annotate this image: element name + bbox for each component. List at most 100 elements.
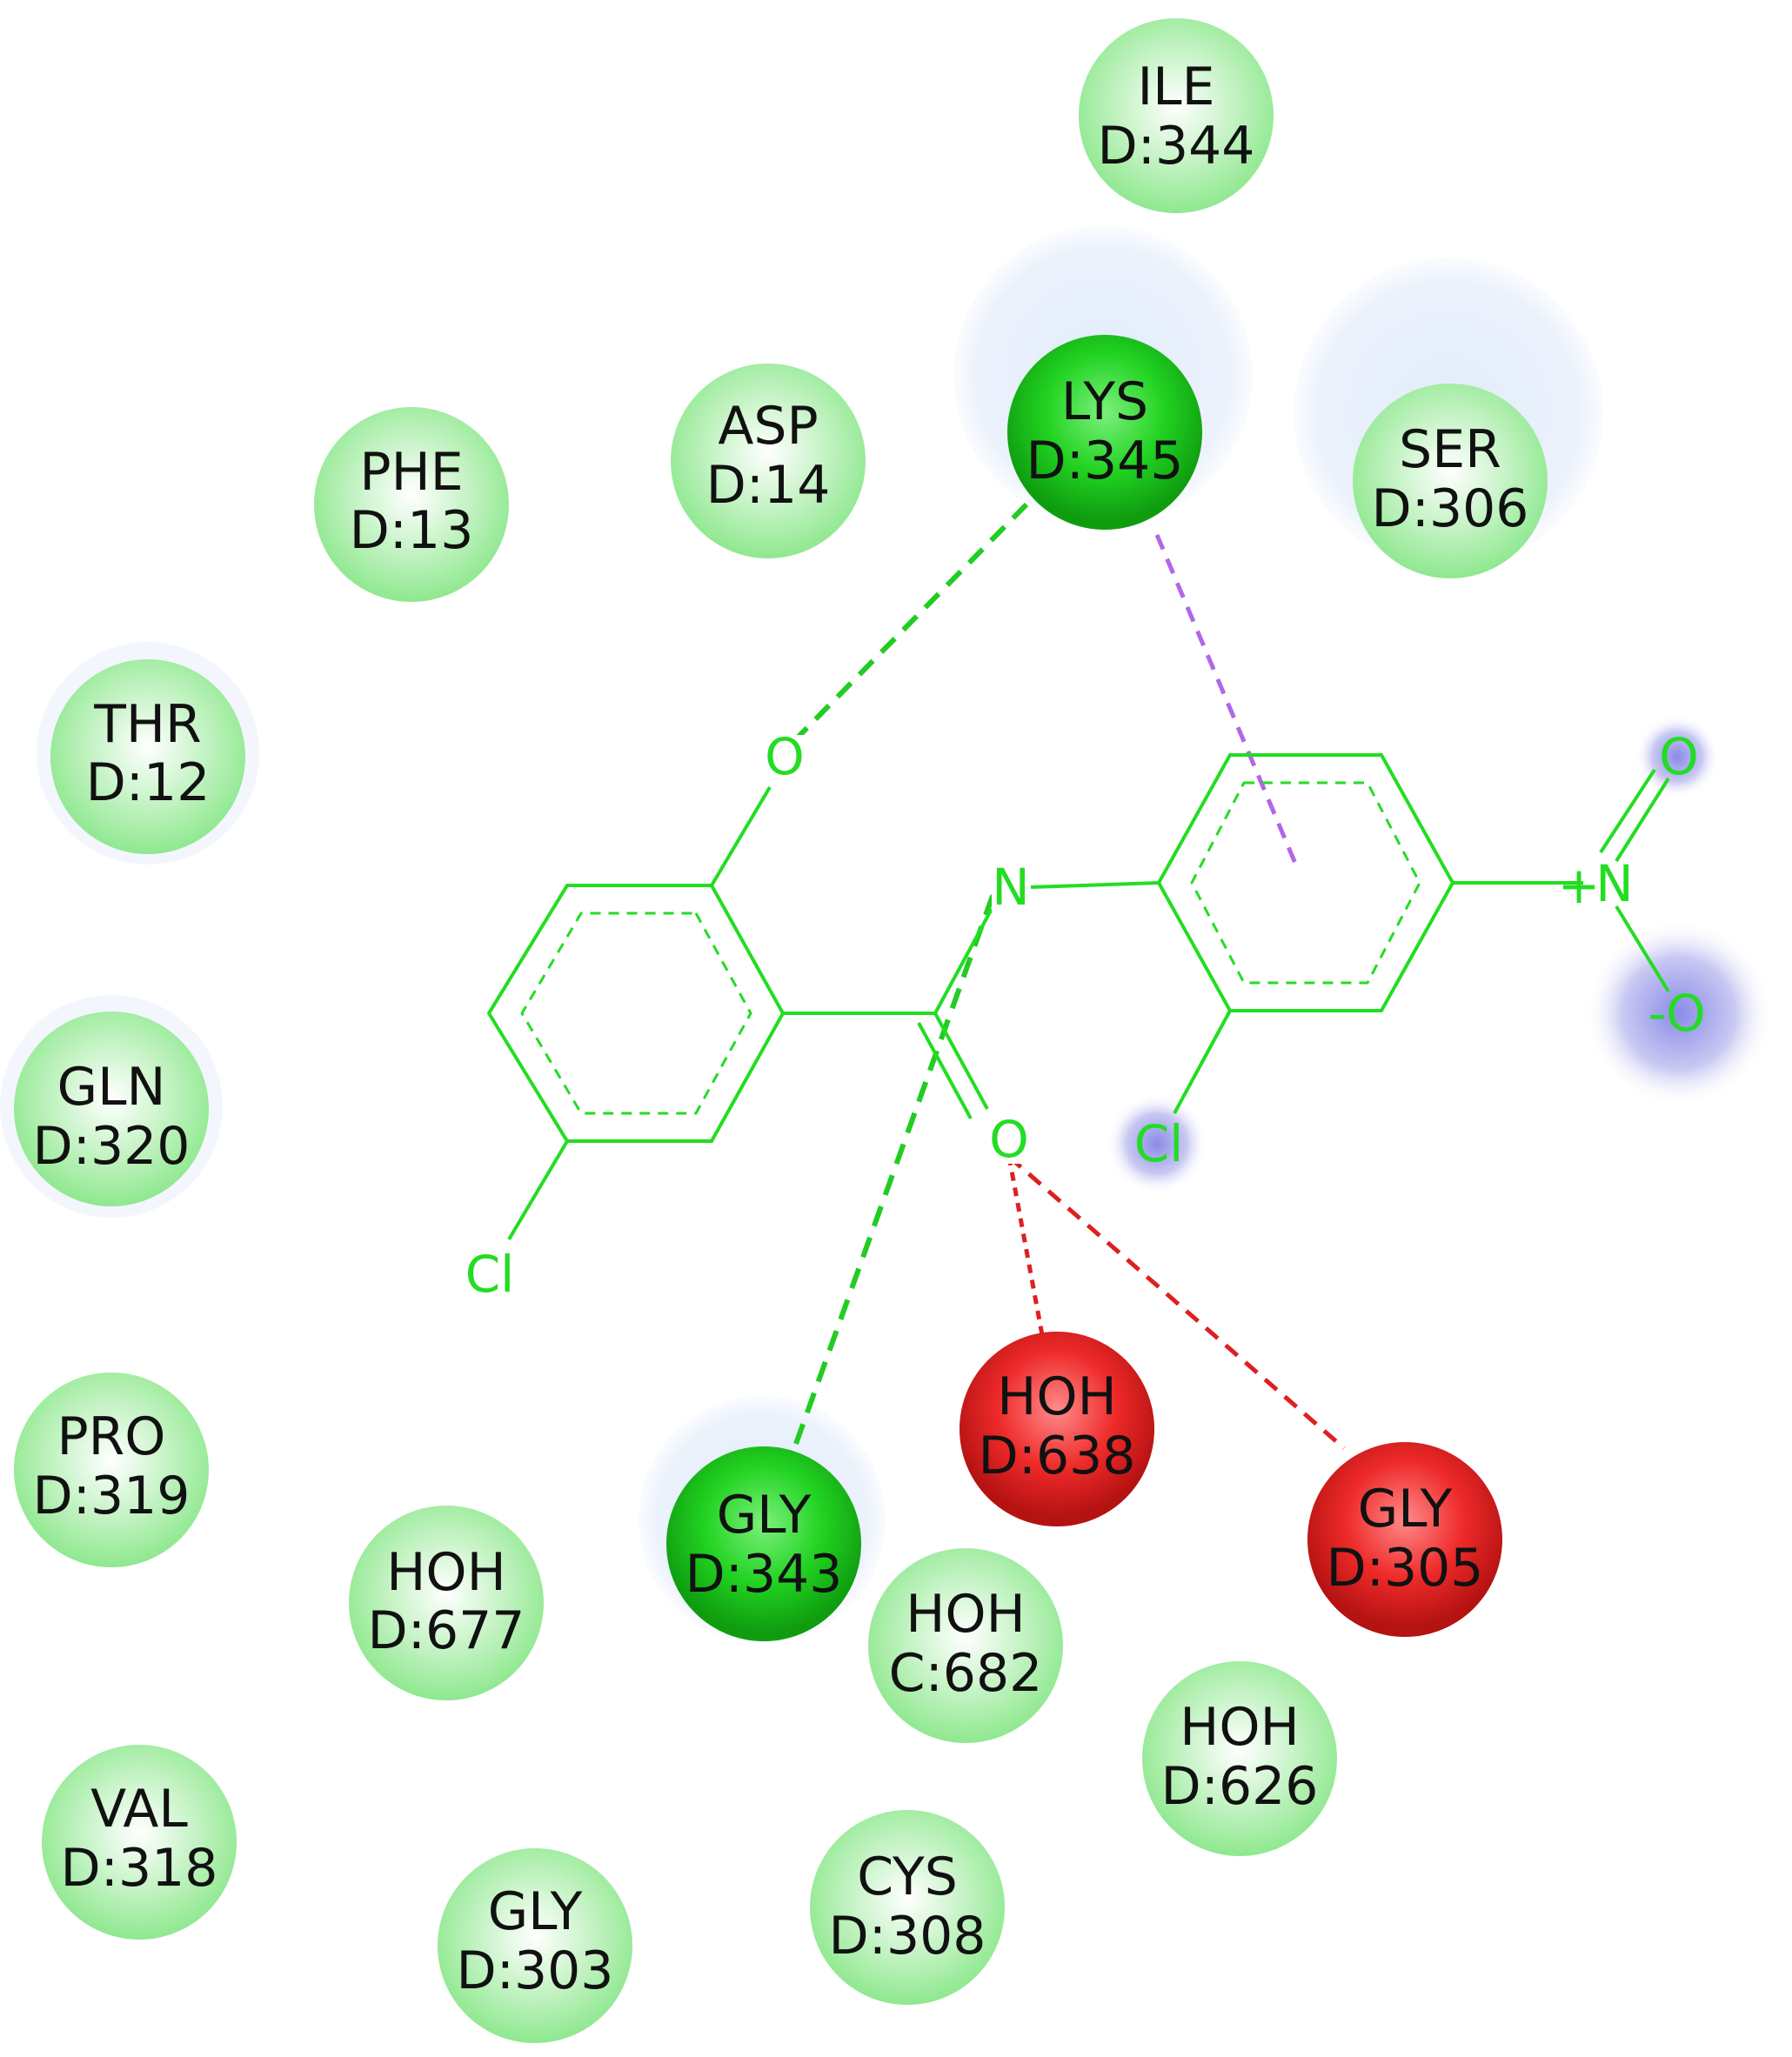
residue-position: D:626 [1161,1756,1319,1817]
bond-nitro-o-top-2 [1599,768,1656,854]
residue-name: PRO [57,1406,165,1467]
bond-c-o-1 [933,1012,989,1110]
residue-name: HOH [997,1366,1116,1427]
o-carbonyl-label: O [989,1110,1029,1169]
residue-cys308: CYS D:308 [810,1810,1005,2005]
residue-position: D:638 [979,1426,1136,1486]
n-nitro-charge: + [1558,856,1601,915]
residue-disc [1079,18,1274,213]
residue-name: GLY [488,1881,583,1942]
residue-lys345: LYS D:345 [1007,335,1202,530]
residue-disc [14,1372,209,1567]
residues: ILE D:344 LYS D:345 SER D:306 ASP D:14 P… [14,18,1548,2043]
residue-name: SER [1399,419,1501,480]
residue-position: D:306 [1372,478,1529,539]
residue-disc [1353,384,1548,578]
residue-disc [314,407,509,602]
residue-name: LYS [1061,371,1148,432]
left-ring [486,884,786,1143]
right-ring [1156,753,1455,1012]
bond-c-n [933,908,993,1014]
residue-gly305: GLY D:305 [1307,1442,1502,1637]
residue-name: THR [93,694,201,755]
residue-name: CYS [857,1847,958,1907]
n-imine-bg [992,863,1030,912]
interaction-lines [785,502,1346,1450]
bond-ring-cl-left [507,1139,569,1241]
residue-disc [14,1012,209,1206]
residue-disc [50,659,245,854]
cl-left-label: Cl [465,1245,515,1304]
residue-name: HOH [1180,1697,1299,1758]
residue-disc [349,1506,544,1700]
residue-position: D:13 [350,500,474,561]
residue-position: D:303 [457,1940,614,2001]
residue-phe13: PHE D:13 [314,407,509,602]
residue-position: D:345 [1026,431,1184,491]
residue-name: ASP [718,396,818,457]
o-nitro-bottom-label: O [1666,984,1706,1043]
halo-o-nitro-bottom [1585,919,1773,1107]
right-ring-aromatic [1190,781,1421,985]
residue-ile344: ILE D:344 [1079,18,1274,213]
ligand: O N O Cl Cl + N O - O [465,727,1706,1304]
residue-name: GLN [57,1057,166,1118]
bond-nitro-o-top-1 [1615,777,1670,863]
n-imine-label: N [992,858,1029,917]
bond-nitro-o-bottom [1615,905,1670,993]
residue-hoh626: HOH D:626 [1142,1661,1337,1856]
hbond-line-gly343-n [793,872,1003,1446]
residue-name: VAL [90,1779,188,1840]
cl-right-label: Cl [1134,1114,1184,1173]
residue-position: D:305 [1327,1538,1484,1599]
residue-position: C:682 [889,1643,1043,1704]
residue-hoh677: HOH D:677 [349,1506,544,1700]
residue-position: D:344 [1098,116,1255,177]
bond-ring-o [710,785,772,887]
residue-pro319: PRO D:319 [14,1372,209,1567]
residue-name: HOH [906,1584,1025,1645]
halo-o-nitro-top [1635,715,1719,798]
left-ring-aromatic [520,912,752,1115]
residue-name: ILE [1137,57,1214,117]
residue-gly343: GLY D:343 [666,1446,861,1641]
residue-position: D:319 [33,1466,191,1526]
n-nitro-label: N [1595,854,1633,913]
residue-disc [671,364,866,558]
residue-position: D:308 [829,1906,986,1967]
hbond-line-lys345-o [785,502,1029,751]
residue-thr12: THR D:12 [50,659,245,854]
bond-c-o-2 [917,1022,973,1119]
bond-n-ring [1030,881,1160,889]
residue-disc [1307,1442,1502,1637]
residue-name: HOH [386,1542,505,1603]
residue-disc [960,1332,1154,1526]
residue-disc [666,1446,861,1641]
o-nitro-top-label: O [1659,727,1699,786]
o-carbonyl-bg [990,1115,1028,1164]
residue-position: D:343 [685,1544,843,1605]
residue-disc [42,1745,237,1940]
residue-position: D:12 [86,752,211,813]
residue-gln320: GLN D:320 [14,1012,209,1206]
bond-ring-cl-right [1173,1010,1232,1114]
o-hydroxyl-label: O [765,727,805,786]
residue-name: GLY [1358,1479,1453,1539]
residue-name: GLY [717,1485,812,1546]
residue-position: D:320 [33,1116,191,1177]
residue-disc [810,1810,1005,2005]
atom-halos [1107,715,1773,1194]
pi-cation-line-lys345-ring [1154,534,1299,866]
residue-hoh682: HOH C:682 [868,1548,1063,1743]
residue-disc [868,1548,1063,1743]
halo-cl-right [1107,1093,1207,1194]
o-hydroxyl-bg [766,735,804,780]
residue-position: D:677 [368,1600,525,1661]
residue-disc [1142,1661,1337,1856]
o-nitro-bottom-charge: - [1648,984,1667,1043]
residue-val318: VAL D:318 [42,1745,237,1940]
residue-asp14: ASP D:14 [671,364,866,558]
residue-name: PHE [359,442,463,503]
unfavorable-line-gly305-o [1007,1155,1346,1450]
